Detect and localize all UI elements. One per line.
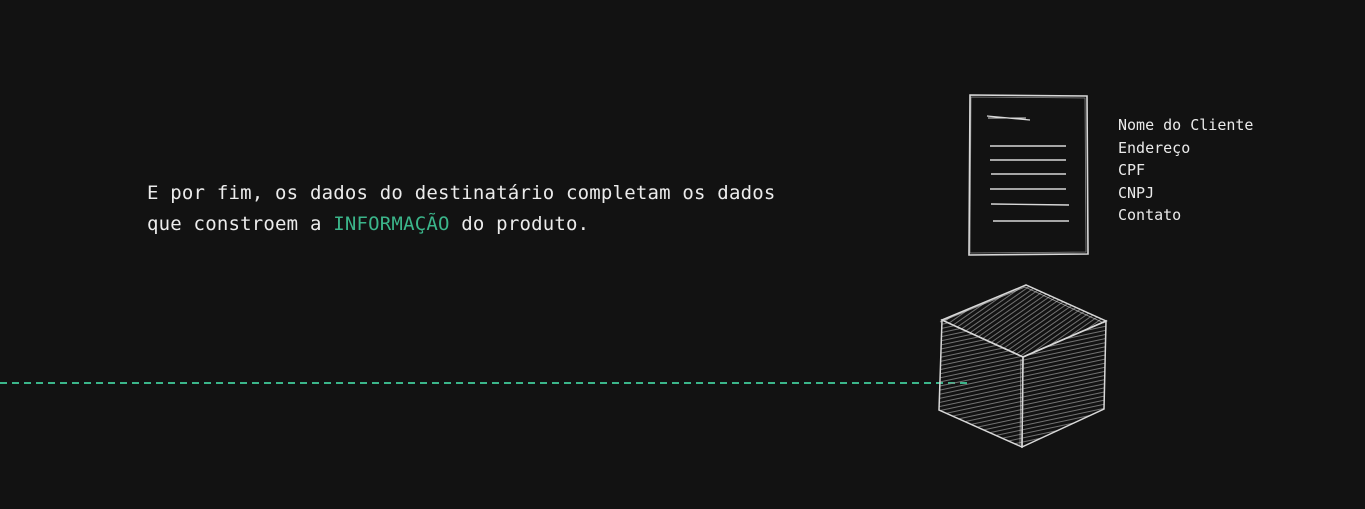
- narrative-line-1: E por fim, os dados do destinatário comp…: [147, 182, 776, 204]
- document-icon: [968, 94, 1089, 256]
- narrative-line-2: que constroem a INFORMAÇÃO do produto.: [147, 209, 776, 240]
- field-cpf: CPF: [1118, 161, 1146, 179]
- field-address: Endereço: [1118, 138, 1191, 157]
- recipient-field-list: Nome do Cliente Endereço CPF CNPJ Contat…: [1118, 114, 1253, 227]
- field-contact: Contato: [1118, 206, 1182, 224]
- narrative-text: E por fim, os dados do destinatário comp…: [147, 178, 776, 240]
- field-customer-name: Nome do Cliente: [1118, 116, 1254, 134]
- narrative-line-2-start: que constroem a: [147, 213, 334, 235]
- product-box-icon: [938, 284, 1108, 449]
- field-cnpj: CNPJ: [1118, 183, 1155, 202]
- narrative-line-2-end: do produto.: [449, 213, 590, 235]
- information-highlight: INFORMAÇÃO: [333, 213, 450, 235]
